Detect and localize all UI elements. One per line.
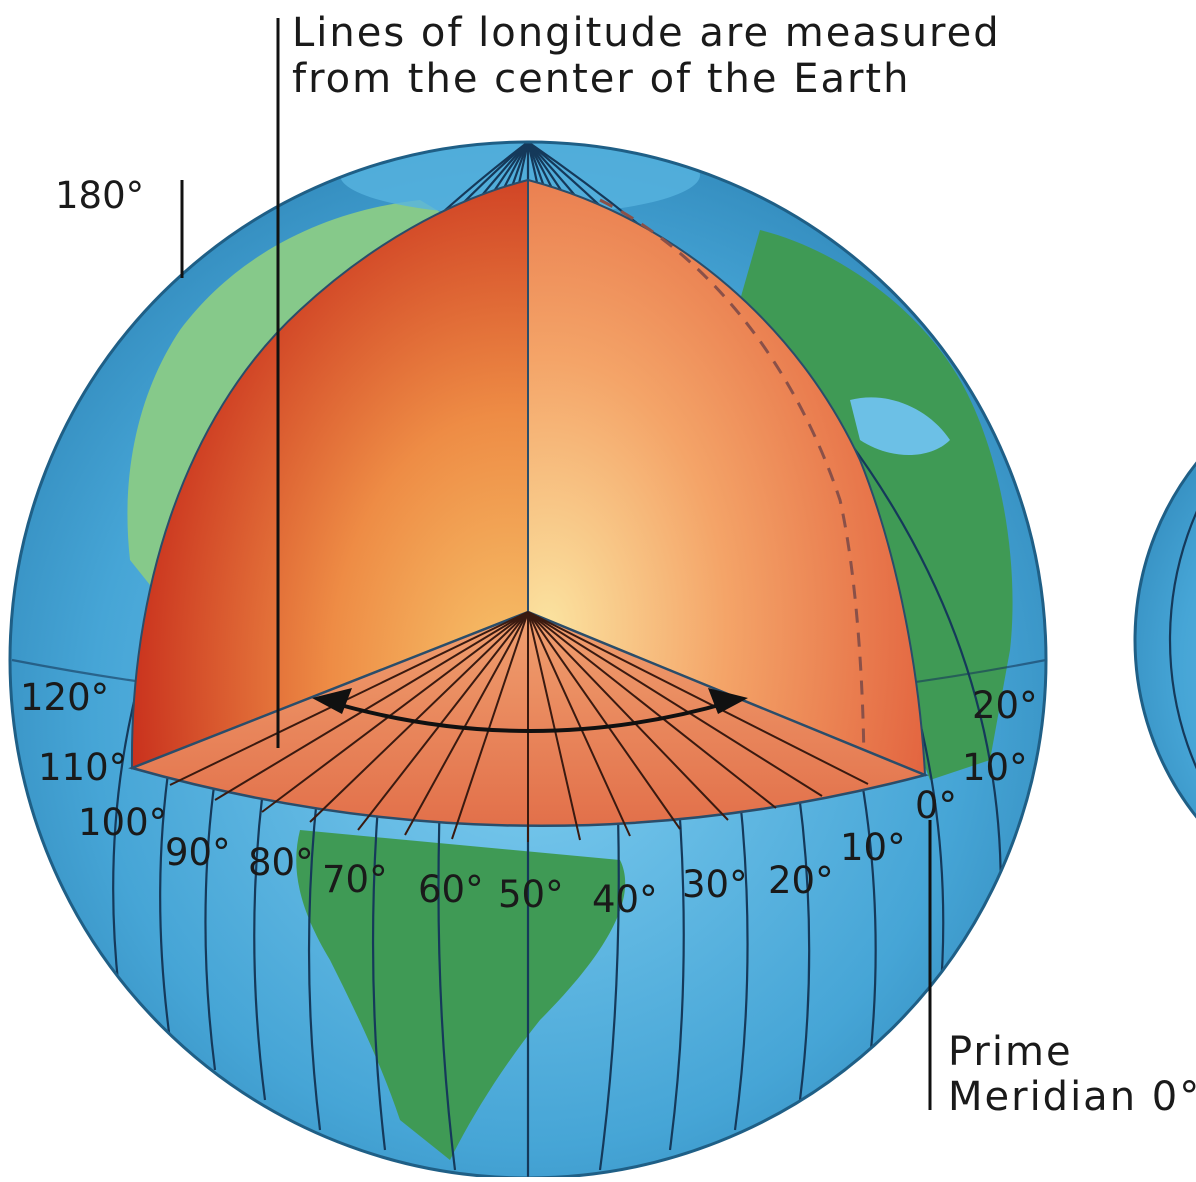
globe (8, 140, 1048, 1180)
caption-line-1: Lines of longitude are measured (292, 10, 1001, 56)
south-america-landmass (296, 830, 626, 1160)
label-80: 80° (248, 841, 314, 884)
label-20-right: 20° (972, 684, 1038, 727)
label-0: 0° (915, 784, 957, 827)
label-40: 40° (592, 878, 658, 921)
label-30: 30° (682, 863, 748, 906)
label-110: 110° (38, 746, 127, 789)
label-100: 100° (78, 801, 167, 844)
core-cutaway-right-face (527, 178, 927, 777)
second-globe-edge (1133, 355, 1196, 925)
wedge-radial-lines (169, 611, 869, 842)
label-70: 70° (322, 858, 388, 901)
prime-meridian-label-line-2: Meridian 0° (948, 1074, 1196, 1120)
label-10-right: 10° (962, 746, 1028, 789)
label-60: 60° (418, 868, 484, 911)
label-120: 120° (20, 676, 109, 719)
label-180: 180° (55, 174, 144, 217)
prime-meridian-label-line-1: Prime (948, 1029, 1073, 1075)
caption-line-2: from the center of the Earth (292, 56, 910, 102)
label-90: 90° (165, 831, 231, 874)
label-20-lower: 20° (768, 859, 834, 902)
measurement-arc-arrow (312, 688, 748, 733)
label-50: 50° (498, 873, 564, 916)
core-cutaway-left-face (130, 178, 529, 770)
label-10-lower: 10° (840, 826, 906, 869)
